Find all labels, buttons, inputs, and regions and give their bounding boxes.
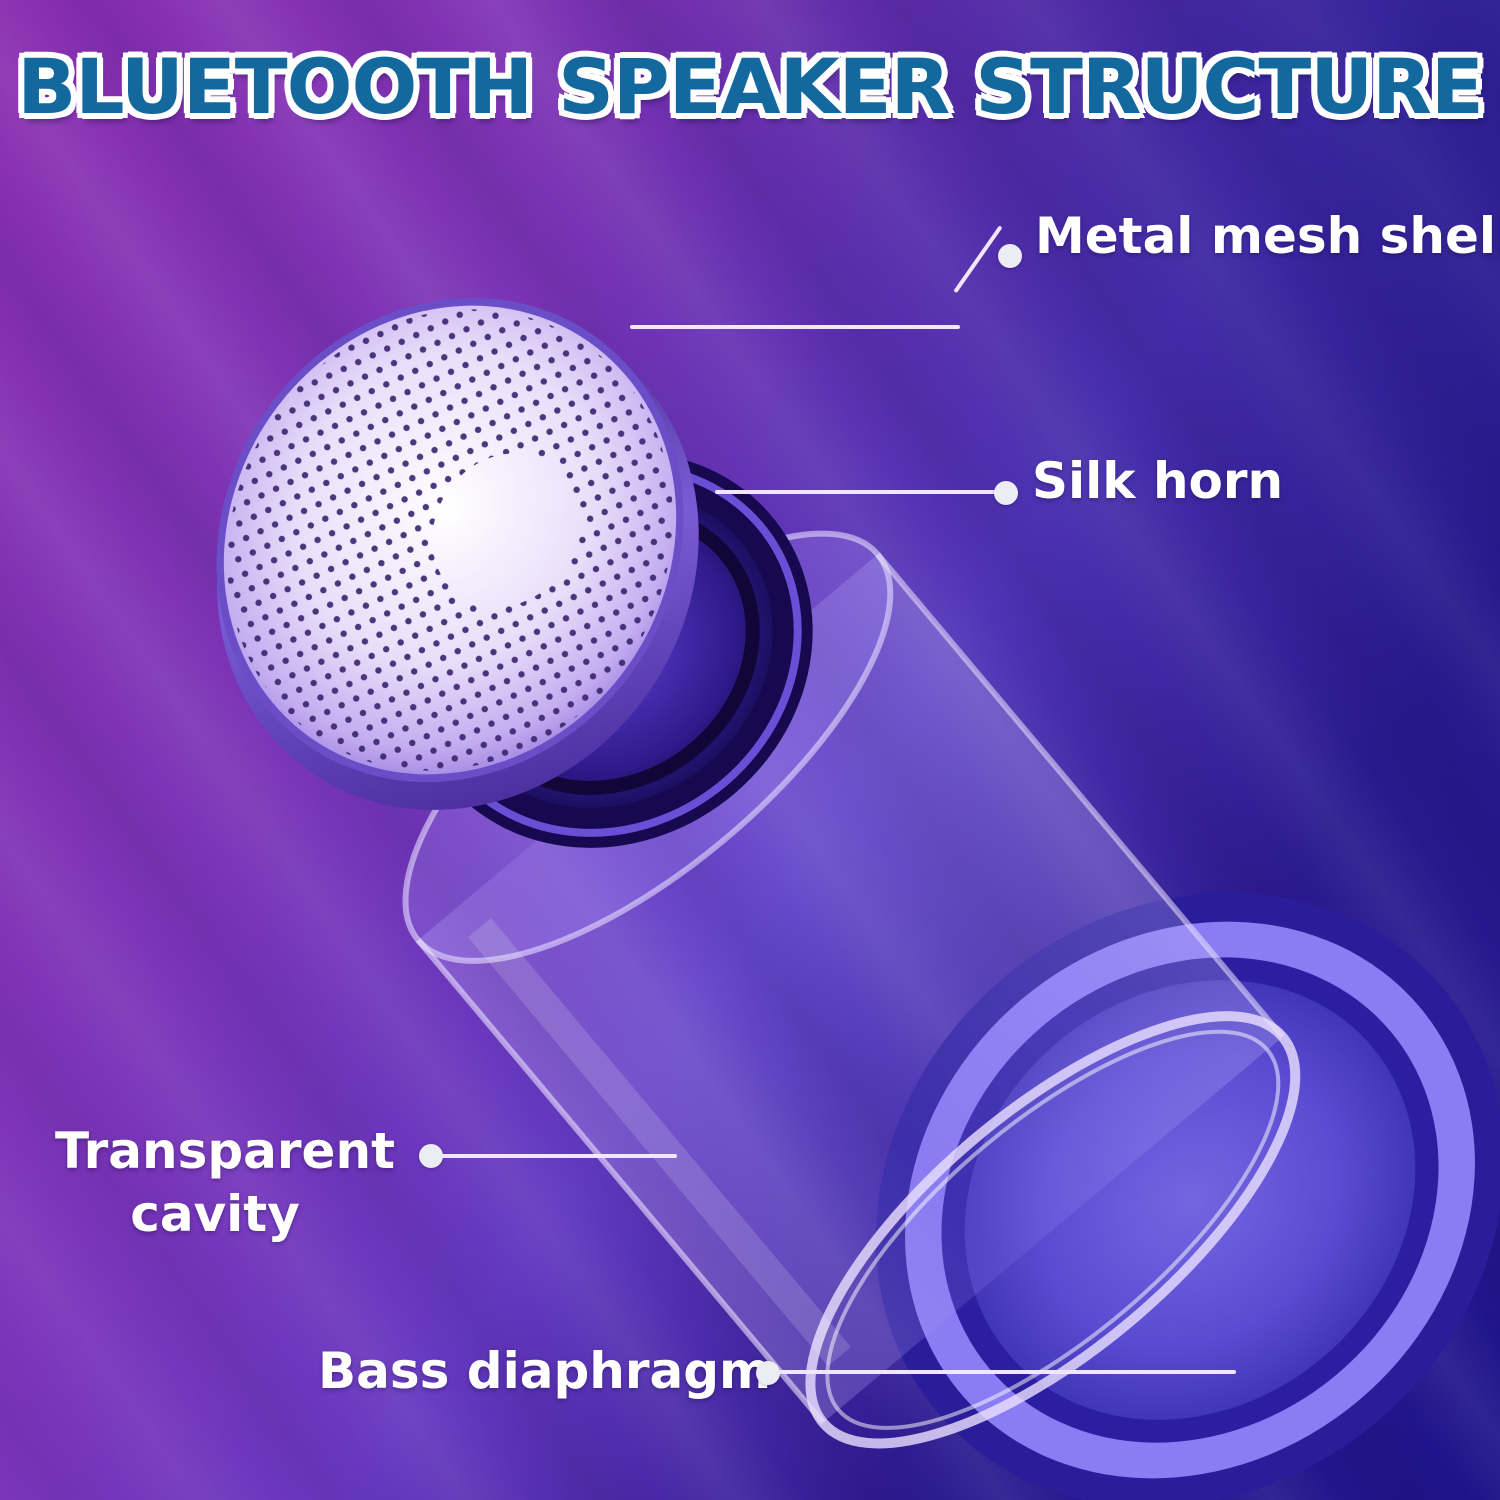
metal-mesh-shell-graphic: [76, 161, 824, 919]
transparent-cavity-leader-line: [440, 1154, 677, 1158]
transparent-cavity-label-line1: Transparent: [55, 1122, 395, 1180]
metal-mesh-shell-callout-dot: [998, 244, 1022, 268]
silk-horn-label: Silk horn: [1032, 452, 1284, 510]
transparent-cavity-callout-dot: [419, 1144, 443, 1168]
bass-diaphragm-leader-line: [778, 1370, 1236, 1374]
bass-diaphragm-label: Bass diaphragm: [318, 1342, 772, 1400]
bass-diaphragm-callout-dot: [756, 1361, 780, 1385]
metal-mesh-shell-label: Metal mesh shell: [1035, 207, 1500, 265]
page-title: BLUETOOTH SPEAKER STRUCTURE: [17, 42, 1484, 131]
silk-horn-callout-dot: [994, 481, 1018, 505]
transparent-cavity-label-line2: cavity: [130, 1184, 300, 1243]
silk-horn-leader-line: [715, 490, 1000, 494]
metal-mesh-shell-leader-line: [630, 325, 960, 329]
transparent-cavity-label: Transparent cavity: [55, 1120, 395, 1245]
